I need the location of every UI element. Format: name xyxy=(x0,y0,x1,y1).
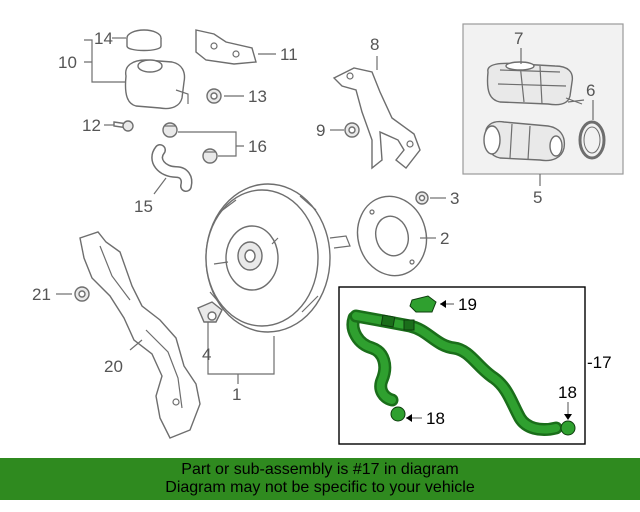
arrow-18-left xyxy=(406,414,412,422)
callout-13: 13 xyxy=(248,87,267,106)
parts-diagram: 7 6 5 10 14 11 13 12 16 xyxy=(32,23,624,445)
nut-13 xyxy=(206,88,222,104)
callout-10: 10 xyxy=(58,53,77,72)
callout-15: 15 xyxy=(134,197,153,216)
callout-18-left: 18 xyxy=(426,409,445,428)
bracket-8 xyxy=(332,67,421,170)
callout-9: 9 xyxy=(316,121,325,140)
master-cylinder-body xyxy=(483,120,566,162)
leader-1 xyxy=(207,316,275,384)
sensor-4 xyxy=(197,301,223,323)
diagram-notice-banner: Part or sub-assembly is #17 in diagram D… xyxy=(0,458,640,500)
nut-21 xyxy=(74,286,90,302)
callout-20: 20 xyxy=(104,357,123,376)
callout-11: 11 xyxy=(280,45,298,64)
callout-6: 6 xyxy=(586,81,595,100)
callout-17: -17 xyxy=(587,353,612,372)
callout-19: 19 xyxy=(458,295,477,314)
nut-3 xyxy=(415,191,429,205)
callout-18-right: 18 xyxy=(558,383,577,402)
banner-line-2: Diagram may not be specific to your vehi… xyxy=(165,479,475,496)
heat-shield-20 xyxy=(79,231,201,439)
leader-15 xyxy=(153,177,167,195)
leader-16 xyxy=(178,131,244,157)
reservoir-cap xyxy=(126,29,162,52)
booster-gasket-2 xyxy=(356,195,428,277)
clip-16-upper xyxy=(162,122,178,138)
vacuum-hose-assembly-17[interactable] xyxy=(346,309,563,437)
bolt-12 xyxy=(113,120,134,132)
callout-12: 12 xyxy=(82,116,101,135)
leader-20 xyxy=(129,339,143,351)
callout-8: 8 xyxy=(370,35,379,54)
clip-18-right xyxy=(560,420,576,436)
callout-7: 7 xyxy=(514,29,523,48)
callout-14: 14 xyxy=(94,29,113,48)
reservoir-bracket xyxy=(195,29,257,65)
clip-18-left xyxy=(390,406,406,422)
callout-2: 2 xyxy=(440,229,449,248)
brake-fluid-reservoir xyxy=(124,59,189,110)
callout-16: 16 xyxy=(248,137,267,156)
master-cylinder-seal-ring xyxy=(578,120,606,160)
bolt-9 xyxy=(344,122,360,138)
arrow-19 xyxy=(440,300,446,308)
bracket-19 xyxy=(409,295,437,313)
callout-4: 4 xyxy=(202,345,211,364)
callout-21: 21 xyxy=(32,285,51,304)
banner-line-1: Part or sub-assembly is #17 in diagram xyxy=(181,461,459,478)
leader-10 xyxy=(84,39,126,83)
callout-5: 5 xyxy=(533,188,542,207)
master-cylinder-reservoir xyxy=(486,61,574,106)
vacuum-hose-15 xyxy=(151,144,193,192)
clip-16-lower xyxy=(202,148,218,164)
master-cylinder-pin xyxy=(565,97,585,105)
arrow-18-right xyxy=(564,414,572,420)
callout-3: 3 xyxy=(450,189,459,208)
callout-1: 1 xyxy=(232,385,241,404)
brake-booster-1 xyxy=(205,183,351,333)
